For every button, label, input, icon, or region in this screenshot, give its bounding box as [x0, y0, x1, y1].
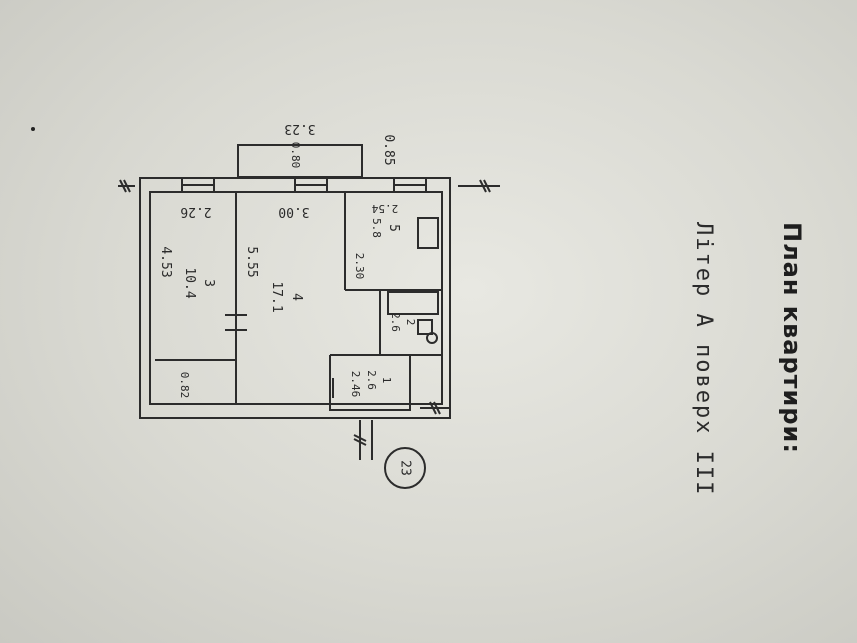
room-label-5: 5 5.8 [370, 218, 401, 238]
room-area: 5.8 [370, 218, 383, 238]
room-number: 2 [404, 319, 417, 326]
dim-hall-width: 2.46 [349, 371, 362, 398]
dim-room4-width: 3.00 [278, 204, 309, 219]
lower-extension [329, 355, 411, 411]
break-mark [420, 401, 450, 415]
break-mark [458, 179, 500, 193]
room-area: 17.1 [269, 281, 284, 312]
dim-room4-length: 5.55 [244, 246, 259, 277]
plan-title: План квартири: [778, 222, 806, 454]
room-area: 2.6 [365, 370, 378, 390]
dim-kitchen-length: 2.30 [353, 253, 366, 280]
dim-room3-length: 4.53 [158, 246, 173, 277]
room-label-4: 4 17.1 [269, 281, 304, 312]
room-label-1: 1 2.6 [365, 370, 393, 390]
room-area: 10.4 [182, 267, 197, 298]
stove [417, 217, 439, 249]
room-area: 2.6 [389, 312, 402, 332]
plan-subtitle: Літер А поверх ІІІ [691, 222, 716, 497]
bathtub [387, 291, 439, 315]
room-number: 1 [380, 377, 393, 384]
apartment-number: 23 [398, 460, 413, 476]
room-label-3: 3 10.4 [182, 267, 216, 298]
dim-top-width: 3.23 [284, 121, 315, 136]
ink-dot [31, 127, 35, 131]
room-number: 4 [289, 293, 304, 301]
dim-bay-depth: 0.85 [381, 134, 396, 165]
dim-pantry-width: 0.82 [178, 372, 191, 399]
apartment-number-circle [384, 447, 426, 489]
break-mark [118, 179, 135, 193]
dim-window-gap: 0.80 [289, 142, 302, 169]
break-mark [353, 420, 367, 460]
room-number: 5 [386, 224, 401, 232]
room-label-2: 2 2.6 [389, 312, 417, 332]
toilet [417, 319, 433, 335]
dim-room3-width: 2.26 [180, 204, 211, 219]
room-number: 3 [201, 279, 216, 287]
dim-kitchen-width: 2.54 [371, 202, 398, 215]
